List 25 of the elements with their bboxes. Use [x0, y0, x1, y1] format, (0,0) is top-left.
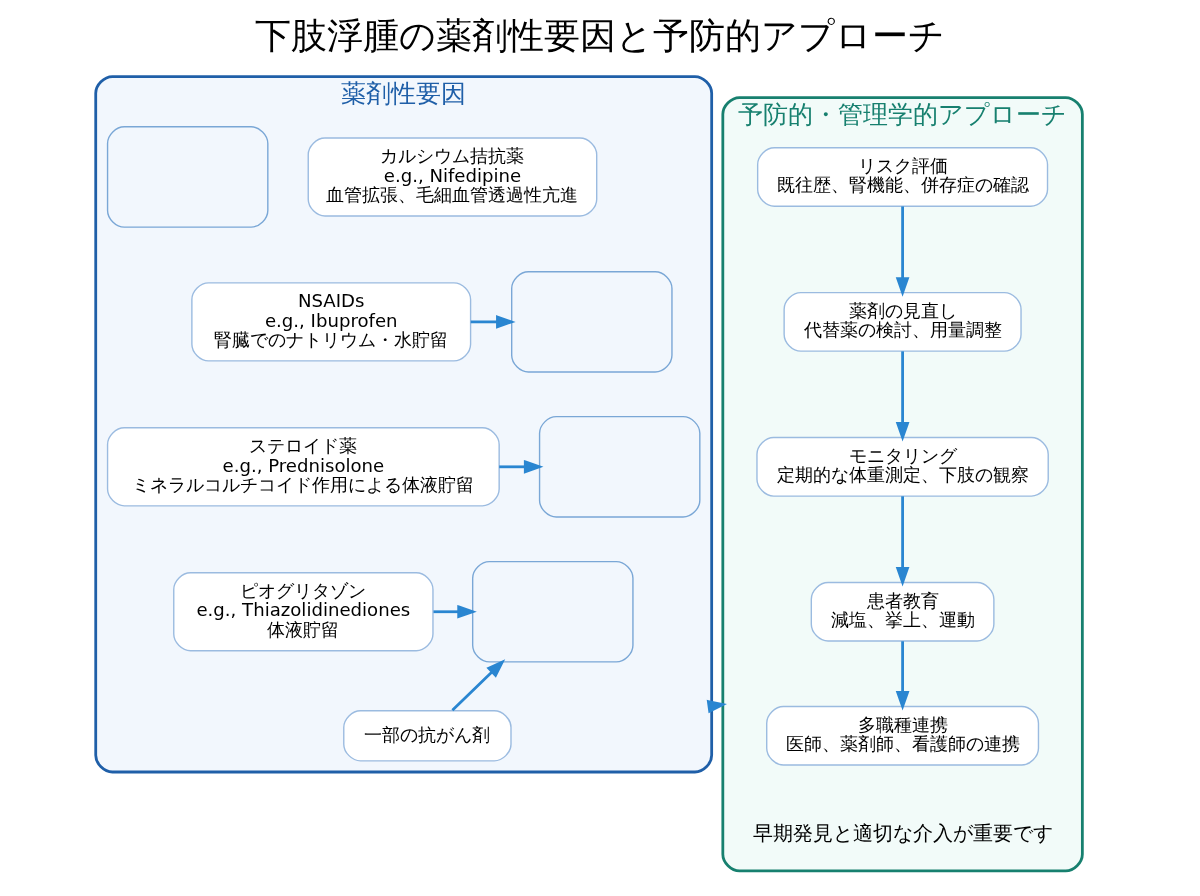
diagram-title: 下肢浮腫の薬剤性要因と予防的アプローチ: [255, 14, 946, 58]
node-box: カルシウム拮抗薬 e.g., Nifedipine 血管拡張、毛細血管透過性亢進: [307, 137, 598, 217]
node-box: リスク評価 既往歴、腎機能、併存症の確認: [756, 147, 1049, 207]
node-box: [472, 560, 634, 663]
arrow: [499, 459, 544, 474]
arrow: [451, 659, 506, 712]
node-box: [106, 126, 269, 228]
node-box: ピオグリタゾン e.g., Thiazolidinediones 体液貯留: [173, 572, 434, 652]
node-box: 患者教育 減塩、挙上、運動: [810, 581, 995, 642]
arrow: [895, 206, 910, 297]
arrow: [895, 496, 910, 587]
arrow: [895, 641, 910, 711]
node-box: モニタリング 定期的な体重測定、下肢の観察: [756, 436, 1049, 497]
label: 早期発見と適切な介入が重要です: [752, 821, 1053, 845]
node-box: 多職種連携 医師、薬剤師、看護師の連携: [766, 705, 1040, 766]
node-box: [511, 271, 673, 373]
node-box: 一部の抗がん剤: [343, 710, 512, 762]
node-box: [538, 415, 701, 518]
node-box: 薬剤の見直し 代替薬の検討、用量調整: [783, 291, 1022, 352]
arrow: [706, 699, 727, 714]
arrow: [895, 351, 910, 442]
arrow: [433, 604, 477, 619]
node-box: ステロイド薬 e.g., Prednisolone ミネラルコルチコイド作用による体液貯留: [106, 427, 500, 507]
node-box: NSAIDs e.g., Ibuprofen 腎臓でのナトリウム・水貯留: [191, 282, 472, 362]
arrow: [470, 315, 516, 329]
